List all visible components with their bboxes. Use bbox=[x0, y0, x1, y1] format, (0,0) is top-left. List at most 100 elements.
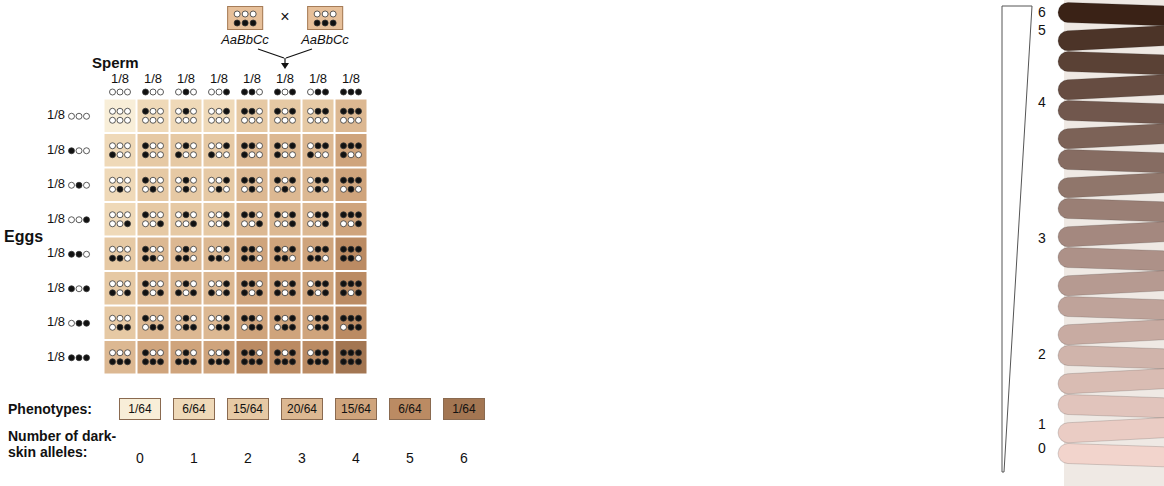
grid-cell bbox=[236, 168, 268, 202]
light-allele bbox=[117, 212, 123, 218]
light-allele bbox=[356, 152, 362, 158]
light-allele bbox=[117, 143, 123, 149]
light-allele bbox=[348, 117, 354, 123]
dark-allele bbox=[224, 281, 230, 287]
light-allele bbox=[191, 177, 197, 183]
light-allele bbox=[282, 212, 288, 218]
dark-allele bbox=[216, 186, 222, 192]
dark-allele bbox=[69, 148, 75, 154]
grid-cell bbox=[203, 237, 235, 271]
dark-allele bbox=[150, 359, 156, 365]
light-allele bbox=[191, 315, 197, 321]
light-allele bbox=[158, 177, 164, 183]
light-allele bbox=[216, 152, 222, 158]
dark-allele bbox=[275, 281, 281, 287]
light-allele bbox=[209, 315, 215, 321]
dark-allele bbox=[143, 212, 149, 218]
grid-cell bbox=[335, 168, 367, 202]
dark-allele bbox=[275, 350, 281, 356]
light-allele bbox=[143, 221, 149, 227]
phenotype-fraction: 20/64 bbox=[287, 402, 317, 416]
light-allele bbox=[330, 11, 336, 17]
scale-number: 4 bbox=[1038, 94, 1046, 110]
grid-cell bbox=[302, 99, 334, 133]
arm bbox=[1058, 198, 1164, 222]
arm bbox=[1058, 2, 1164, 26]
dark-allele bbox=[242, 89, 248, 95]
dark-allele bbox=[323, 359, 329, 365]
grid-cell bbox=[236, 272, 268, 306]
arm bbox=[1058, 319, 1164, 345]
grid-cell bbox=[203, 306, 235, 340]
dark-allele bbox=[290, 324, 296, 330]
dark-allele bbox=[242, 177, 248, 183]
arm bbox=[1058, 221, 1164, 247]
genotype-label: AaBbCc bbox=[301, 32, 349, 47]
allele-count: 6 bbox=[460, 450, 468, 466]
light-allele bbox=[158, 117, 164, 123]
light-allele bbox=[257, 255, 263, 261]
dark-allele bbox=[249, 108, 255, 114]
dark-allele bbox=[356, 359, 362, 365]
light-allele bbox=[216, 108, 222, 114]
light-allele bbox=[242, 324, 248, 330]
light-allele bbox=[150, 117, 156, 123]
dark-allele bbox=[143, 89, 149, 95]
dark-allele bbox=[315, 186, 321, 192]
light-allele bbox=[282, 221, 288, 227]
light-allele bbox=[308, 177, 314, 183]
light-allele bbox=[117, 290, 123, 296]
light-allele bbox=[314, 11, 320, 17]
dark-allele bbox=[290, 315, 296, 321]
light-allele bbox=[224, 152, 230, 158]
dark-allele bbox=[242, 350, 248, 356]
dark-allele bbox=[314, 20, 320, 26]
dark-allele bbox=[143, 108, 149, 114]
light-allele bbox=[117, 117, 123, 123]
dark-allele bbox=[69, 355, 75, 361]
light-allele bbox=[143, 324, 149, 330]
dark-allele bbox=[125, 290, 131, 296]
grid-cell bbox=[137, 341, 169, 375]
dark-allele bbox=[257, 290, 263, 296]
arm bbox=[1058, 172, 1164, 198]
light-allele bbox=[76, 148, 82, 154]
light-allele bbox=[308, 143, 314, 149]
light-allele bbox=[216, 290, 222, 296]
dark-allele bbox=[323, 143, 329, 149]
row-label: Number of dark-skin alleles: bbox=[8, 428, 120, 460]
dark-allele bbox=[110, 359, 116, 365]
light-allele bbox=[69, 113, 75, 119]
light-allele bbox=[282, 89, 288, 95]
dark-allele bbox=[117, 186, 123, 192]
grid-cell bbox=[203, 168, 235, 202]
genotype-symbols bbox=[308, 7, 344, 31]
light-allele bbox=[348, 152, 354, 158]
dark-allele bbox=[348, 324, 354, 330]
light-allele bbox=[183, 290, 189, 296]
light-allele bbox=[209, 143, 215, 149]
dark-allele bbox=[341, 255, 347, 261]
dark-allele bbox=[323, 221, 329, 227]
grid-cell bbox=[269, 168, 301, 202]
light-allele bbox=[158, 212, 164, 218]
fraction-label: 1/8 bbox=[47, 108, 65, 123]
genotype-label: AaBbCc bbox=[221, 32, 269, 47]
dark-allele bbox=[224, 108, 230, 114]
dark-allele bbox=[341, 152, 347, 158]
dark-allele bbox=[257, 359, 263, 365]
light-allele bbox=[242, 221, 248, 227]
dark-allele bbox=[356, 143, 362, 149]
grid-cell bbox=[302, 306, 334, 340]
light-allele bbox=[84, 148, 90, 154]
light-allele bbox=[308, 221, 314, 227]
dark-allele bbox=[183, 281, 189, 287]
light-allele bbox=[158, 281, 164, 287]
fraction-label: 1/8 bbox=[47, 177, 65, 192]
light-allele bbox=[275, 117, 281, 123]
dark-allele bbox=[356, 108, 362, 114]
grid-cell bbox=[269, 306, 301, 340]
light-allele bbox=[282, 290, 288, 296]
light-allele bbox=[257, 152, 263, 158]
dark-allele bbox=[110, 152, 116, 158]
